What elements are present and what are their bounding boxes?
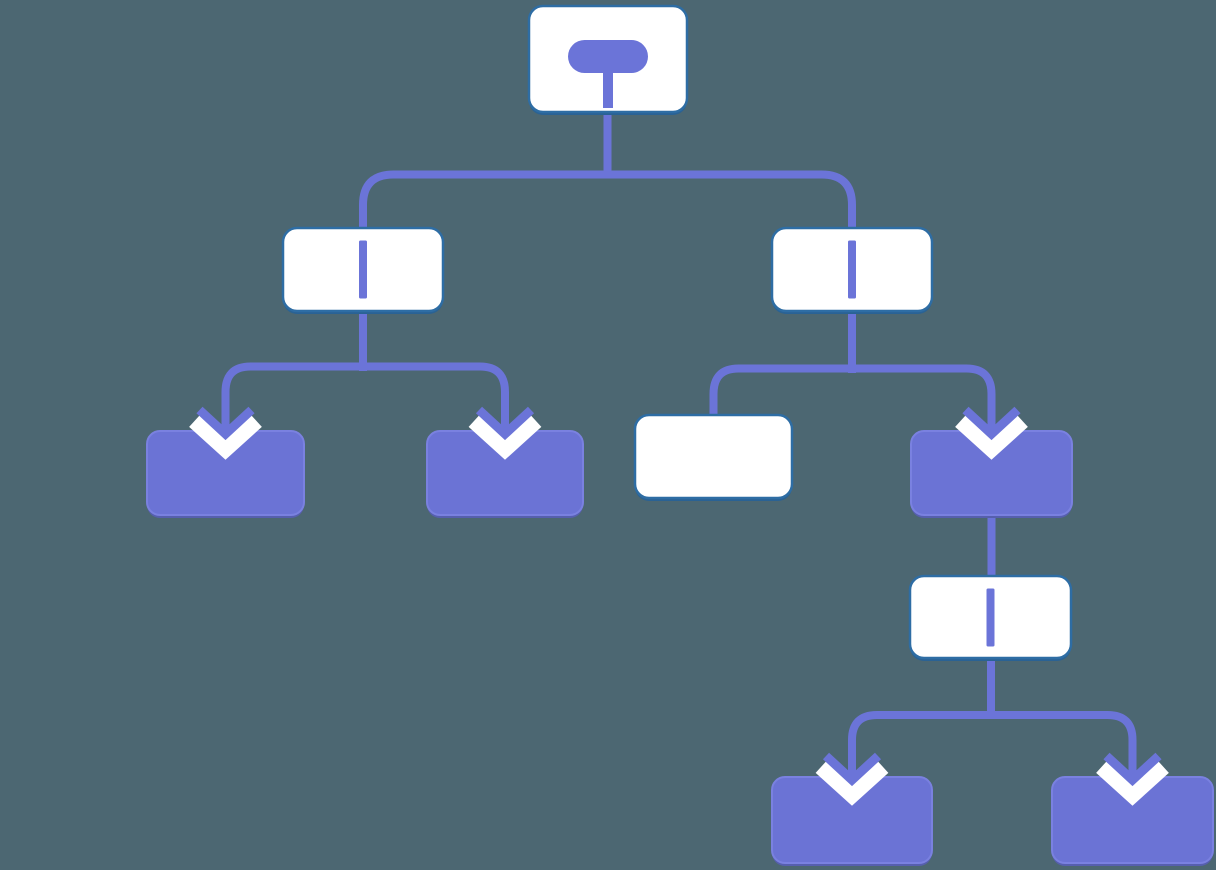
edges-layer [221,106,1137,758]
arrow-down-icon [475,406,535,441]
connector-edge [359,170,856,232]
arrows-layer [189,395,1169,806]
connector-edge [709,364,996,419]
arrow-down-icon [962,406,1021,441]
chevron-outline-icon [468,415,542,460]
chevron-outline-icon [815,761,889,806]
chevron-outline-icon [189,415,262,460]
arrow-down-icon [822,752,882,787]
nodes-layer [146,4,1214,866]
chevron-outline-icon [1096,761,1169,806]
chevron-outline-icon [955,415,1028,460]
pill-symbol [568,40,648,73]
node-node-plain[interactable] [633,413,794,500]
divider-line [359,240,367,299]
arrow-down-icon [196,406,255,441]
divider-line [986,588,995,647]
connector-edge [848,711,1137,758]
pill-stem [603,68,613,108]
connector-edge [221,362,509,412]
arrow-down-icon [1103,752,1162,787]
divider-line [848,240,856,299]
